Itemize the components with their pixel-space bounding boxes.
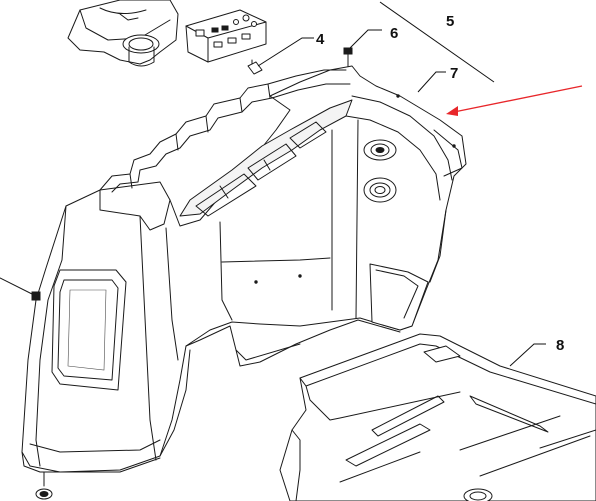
fastener-bottom	[35, 471, 53, 500]
callout-5: 5	[446, 13, 454, 30]
boss-upper	[363, 139, 397, 161]
callout-7: 7	[450, 65, 458, 82]
floor-mat-part	[279, 333, 596, 501]
leader-lines	[257, 1, 546, 367]
boss-lower	[363, 177, 397, 203]
fender-shell-part	[21, 65, 467, 473]
control-panel-part	[185, 9, 267, 63]
callout-6: 6	[390, 25, 398, 42]
pointer-arrow	[446, 85, 583, 116]
fastener-left	[0, 277, 41, 301]
callout-8: 8	[556, 337, 564, 354]
callout-4: 4	[316, 31, 325, 48]
clip-part-4	[247, 59, 263, 75]
steering-console-part	[67, 0, 179, 67]
